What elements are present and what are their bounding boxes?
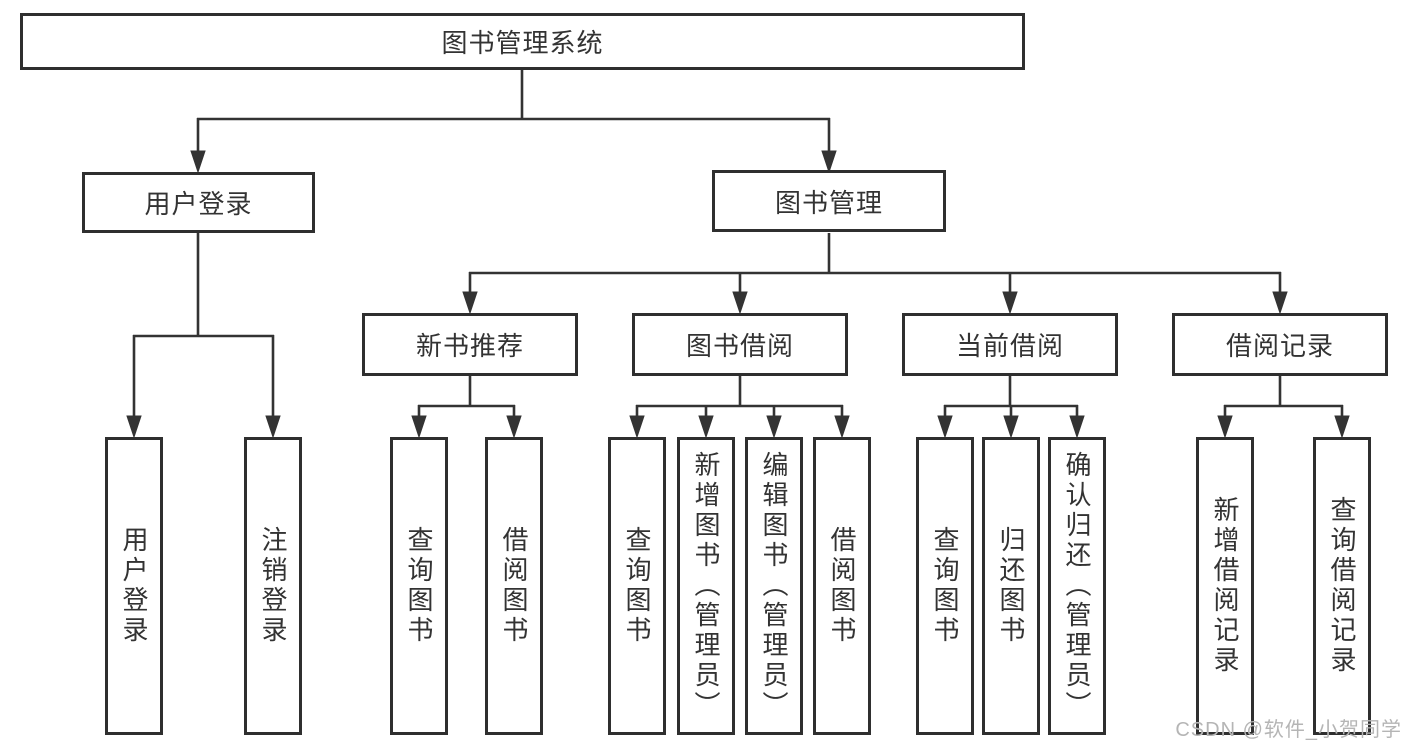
- leaf-user-login: 用户登录: [105, 437, 163, 735]
- node-book-borrow: 图书借阅: [632, 313, 848, 376]
- leaf-borrow-books-label: 借阅图书: [827, 526, 857, 646]
- node-new-book-recommend-label: 新书推荐: [415, 331, 524, 361]
- connector-current-borrow-children: [937, 376, 1085, 439]
- connector-borrow-records-children: [1217, 376, 1350, 439]
- connector-user-login-children: [126, 233, 281, 439]
- node-book-borrow-label: 图书借阅: [685, 331, 794, 361]
- leaf-query-books-borrow: 查询图书: [608, 437, 666, 735]
- node-current-borrow: 当前借阅: [902, 313, 1118, 376]
- leaf-query-books-borrow-label: 查询图书: [622, 526, 652, 646]
- node-book-management-label: 图书管理: [774, 187, 883, 218]
- connector-book-borrow-children: [629, 376, 850, 439]
- node-borrow-records-label: 借阅记录: [1225, 331, 1334, 361]
- leaf-confirm-return-admin-label: 确认归还（管理员）: [1062, 451, 1092, 721]
- leaf-query-borrow-record-label: 查询借阅记录: [1327, 496, 1357, 676]
- leaf-user-login-label: 用户登录: [119, 526, 149, 646]
- leaf-borrow-books-recommend-label: 借阅图书: [499, 526, 529, 646]
- leaf-add-borrow-record: 新增借阅记录: [1196, 437, 1254, 735]
- leaf-query-books-recommend-label: 查询图书: [404, 526, 434, 646]
- csdn-watermark: CSDN @软件_小贺同学: [1175, 719, 1402, 741]
- leaf-add-borrow-record-label: 新增借阅记录: [1210, 496, 1240, 676]
- leaf-edit-book-admin: 编辑图书（管理员）: [745, 437, 803, 735]
- leaf-query-books-current: 查询图书: [916, 437, 974, 735]
- leaf-query-books-current-label: 查询图书: [930, 526, 960, 646]
- leaf-add-book-admin-label: 新增图书（管理员）: [691, 451, 721, 721]
- leaf-query-borrow-record: 查询借阅记录: [1313, 437, 1371, 735]
- connector-new-book-recommend-children: [411, 376, 522, 439]
- connector-book-management-children: [462, 233, 1288, 315]
- leaf-query-books-recommend: 查询图书: [390, 437, 448, 735]
- leaf-return-book: 归还图书: [982, 437, 1040, 735]
- leaf-edit-book-admin-label: 编辑图书（管理员）: [759, 451, 789, 721]
- node-root: 图书管理系统: [20, 13, 1025, 70]
- connector-root-to-level1: [190, 70, 837, 174]
- leaf-confirm-return-admin: 确认归还（管理员）: [1048, 437, 1106, 735]
- leaf-borrow-books: 借阅图书: [813, 437, 871, 735]
- node-user-login-label: 用户登录: [144, 189, 253, 219]
- leaf-return-book-label: 归还图书: [996, 526, 1026, 646]
- node-root-label: 图书管理系统: [441, 28, 604, 58]
- node-current-borrow-label: 当前借阅: [955, 331, 1064, 361]
- leaf-add-book-admin: 新增图书（管理员）: [677, 437, 735, 735]
- leaf-logout: 注销登录: [244, 437, 302, 735]
- leaf-borrow-books-recommend: 借阅图书: [485, 437, 543, 735]
- node-new-book-recommend: 新书推荐: [362, 313, 578, 376]
- node-user-login: 用户登录: [82, 172, 315, 233]
- leaf-logout-label: 注销登录: [258, 526, 288, 646]
- node-borrow-records: 借阅记录: [1172, 313, 1388, 376]
- node-book-management: 图书管理: [712, 170, 946, 232]
